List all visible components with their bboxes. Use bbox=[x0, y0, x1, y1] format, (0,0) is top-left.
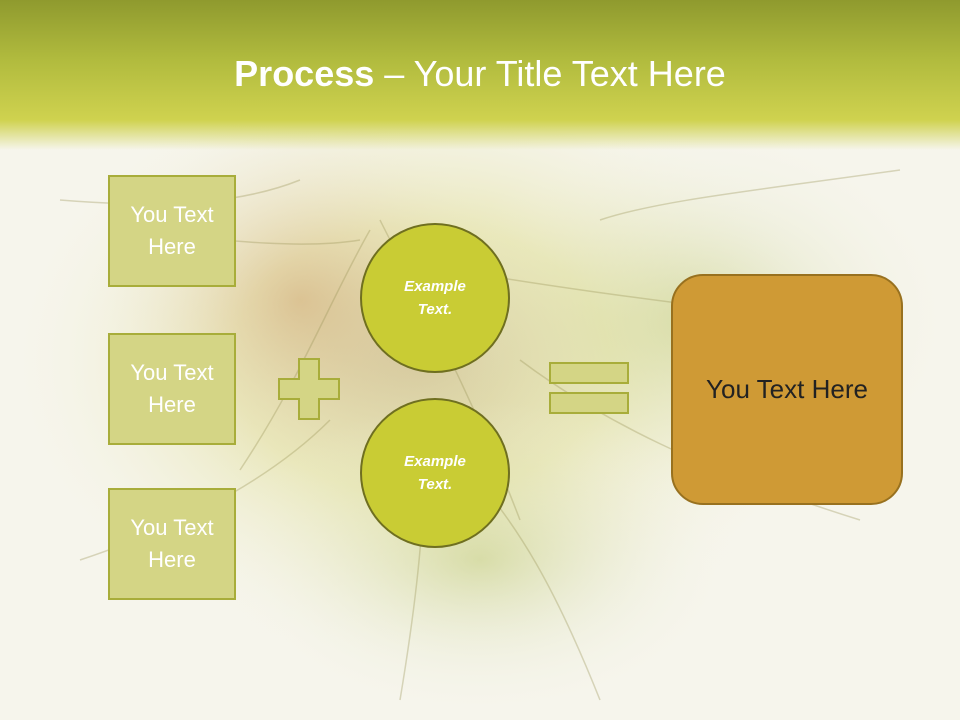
example-circle-label: Example Text. bbox=[404, 278, 466, 318]
plus-icon bbox=[278, 358, 340, 420]
input-box-label: You Text Here bbox=[130, 202, 214, 259]
input-box-3[interactable]: You Text Here bbox=[108, 488, 236, 600]
input-box-2[interactable]: You Text Here bbox=[108, 333, 236, 445]
input-box-label: You Text Here bbox=[130, 360, 214, 417]
equals-icon bbox=[549, 362, 629, 414]
input-box-1[interactable]: You Text Here bbox=[108, 175, 236, 287]
result-box[interactable]: You Text Here bbox=[671, 274, 903, 505]
title-banner bbox=[0, 0, 960, 150]
input-box-label: You Text Here bbox=[130, 515, 214, 572]
example-circle-label: Example Text. bbox=[404, 453, 466, 493]
result-label: You Text Here bbox=[706, 374, 868, 404]
title-rest: – Your Title Text Here bbox=[374, 53, 726, 94]
page-title: Process – Your Title Text Here bbox=[0, 52, 960, 96]
example-circle-1[interactable]: Example Text. bbox=[360, 223, 510, 373]
title-bold: Process bbox=[234, 53, 375, 94]
example-circle-2[interactable]: Example Text. bbox=[360, 398, 510, 548]
